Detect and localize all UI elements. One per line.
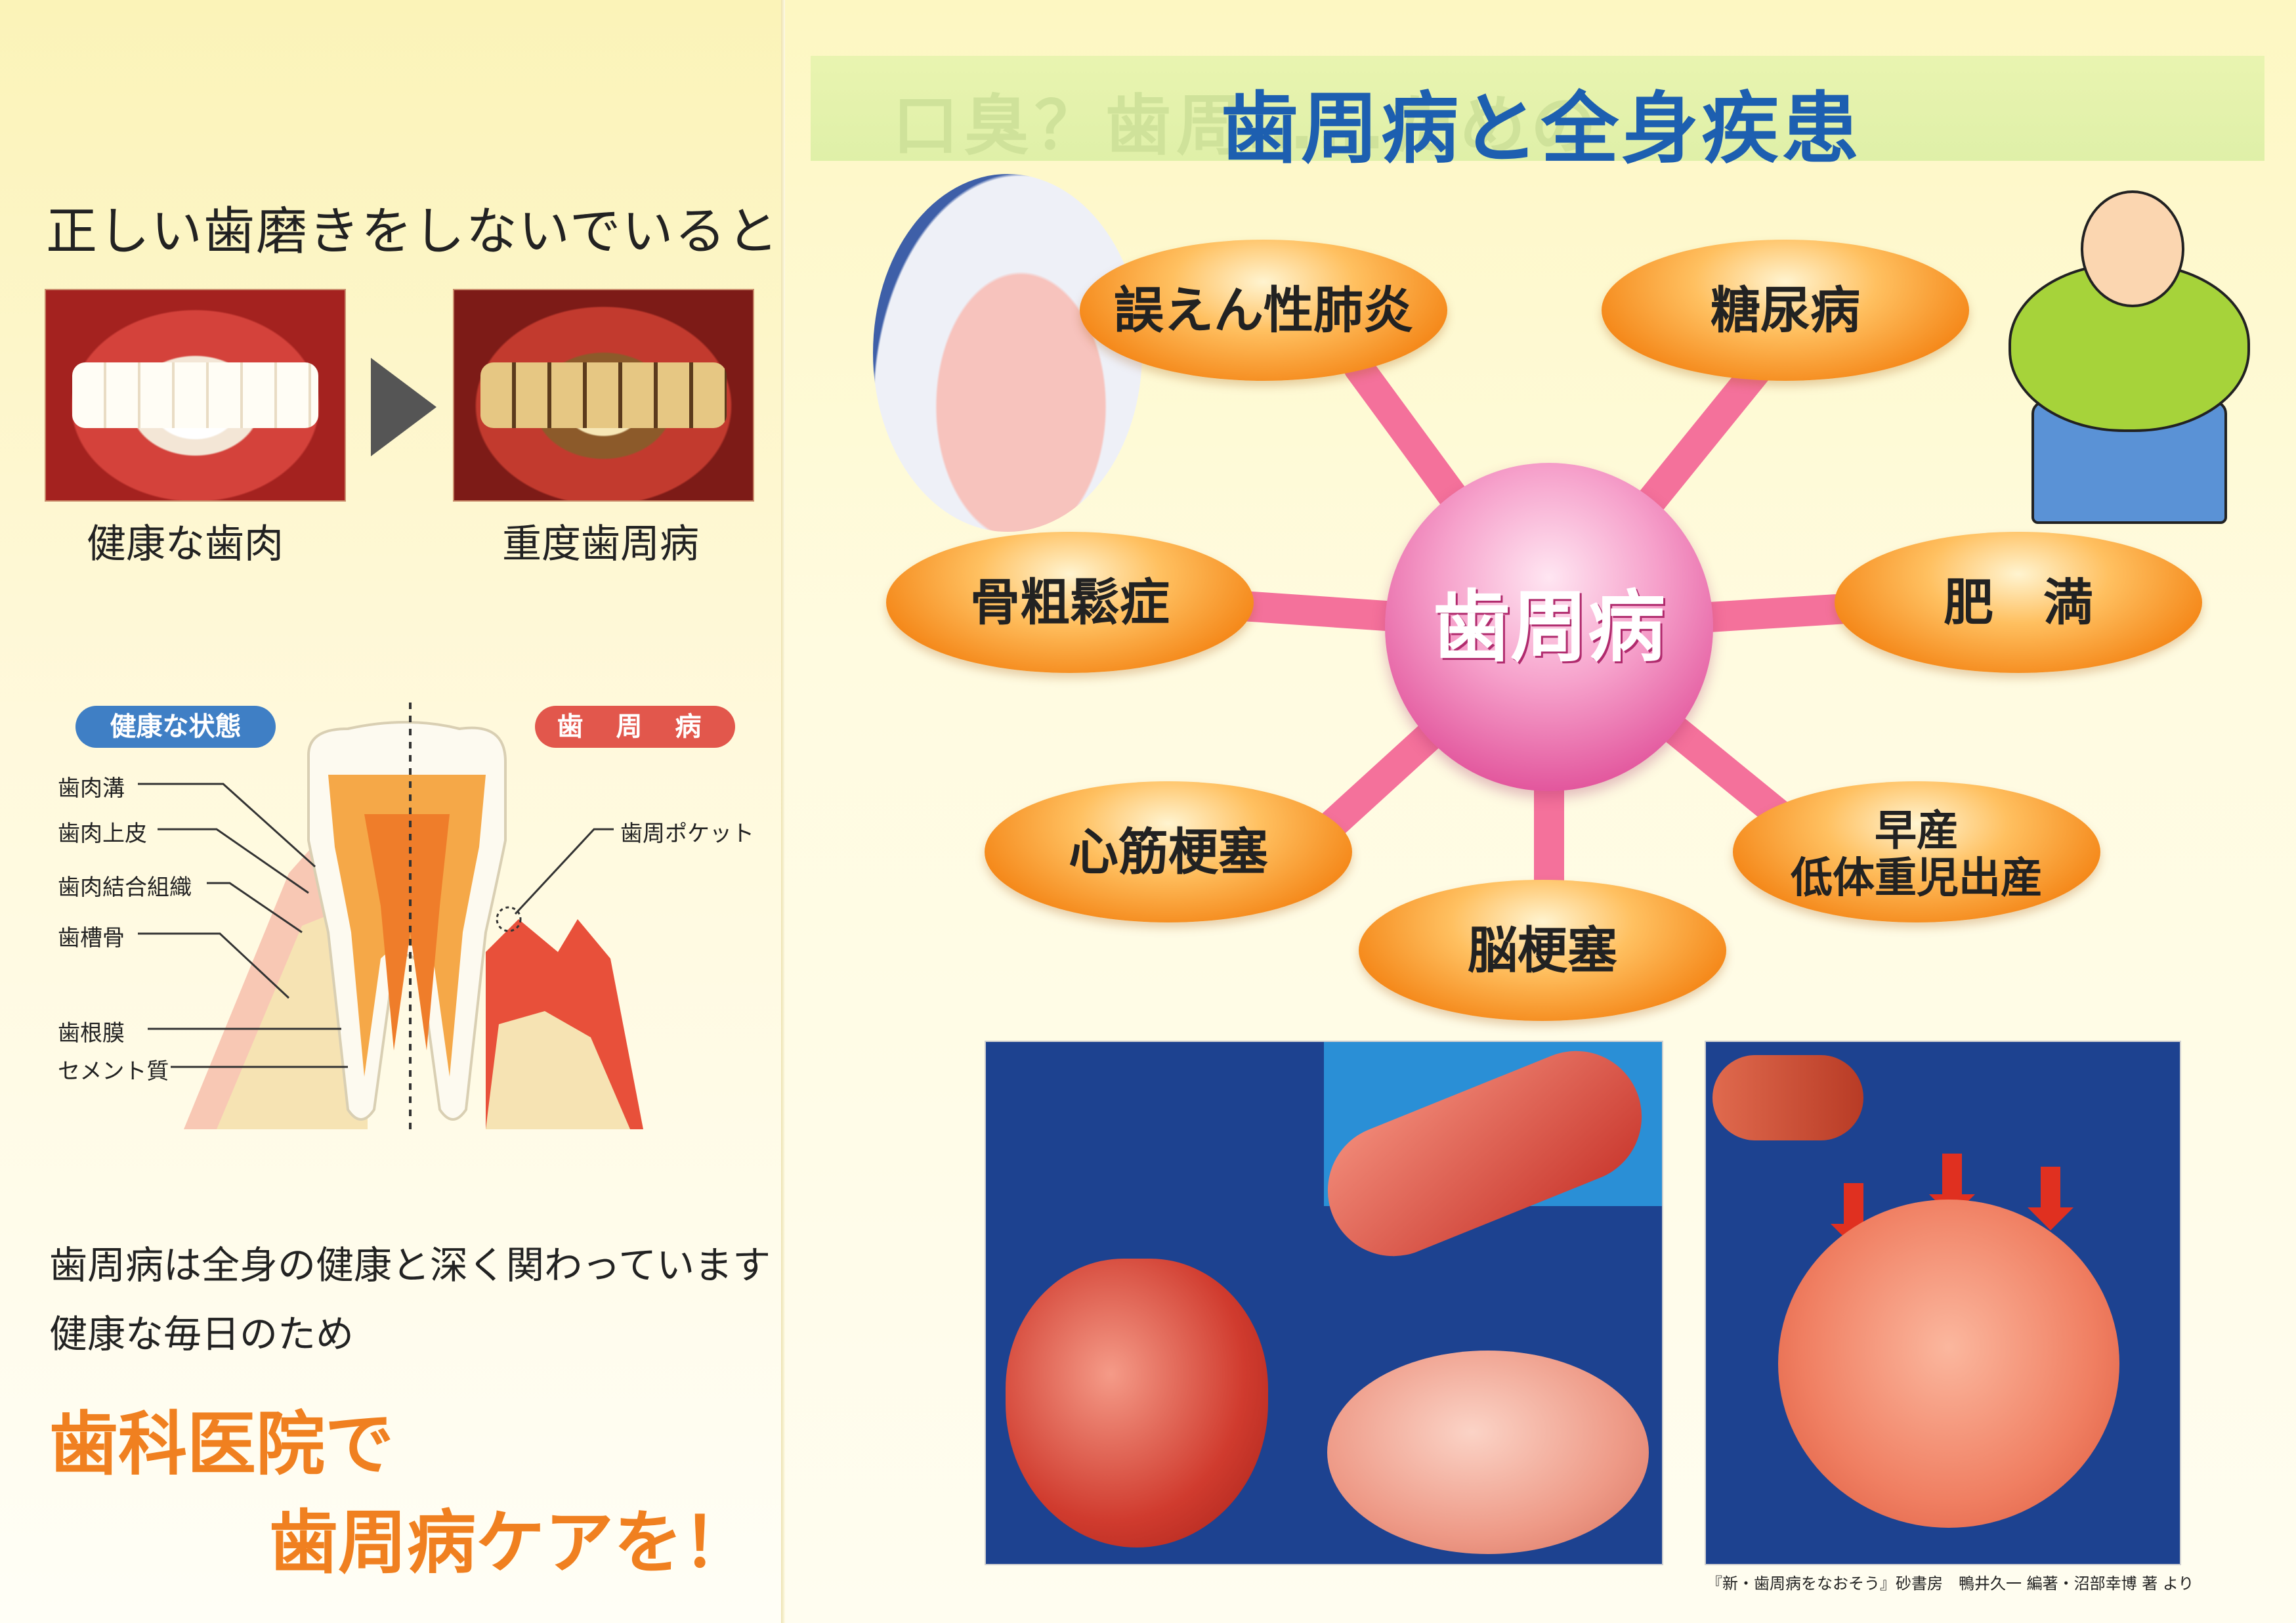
page-title: 歯周病と全身疾患 [1221,83,1862,174]
obese-man-illustration [1989,184,2250,525]
severe-periodontitis-photo [453,289,754,502]
diagram-label-periodontal-pocket: 歯周ポケット [620,821,754,847]
severe-periodontitis-caption: 重度歯周病 [502,521,699,567]
diagram-label-periodontal-ligament: 歯根膜 [58,1020,125,1047]
disease-pneumonia: 誤えん性肺炎 [1080,240,1447,381]
disease-cerebral-infarction: 脳梗塞 [1359,880,1726,1021]
lead-text-line2: 健康な毎日のため [49,1312,354,1356]
fold-line [781,0,785,1623]
healthy-gum-photo [45,289,346,502]
diagram-label-alveolar-bone: 歯槽骨 [58,925,125,951]
healthy-state-badge: 健康な状態 [75,706,276,748]
ghost-title: 口臭？歯周……ための [893,87,1602,164]
brain [1327,1351,1649,1554]
heart [1006,1259,1268,1547]
diagram-label-gingival-epithelium: 歯肉上皮 [58,821,147,847]
fetus-illustration [1705,1041,2181,1565]
diseased-bone [486,1011,630,1129]
healthy-gum-caption: 健康な歯肉 [87,521,284,567]
periodontal-disease-badge: 歯 周 病 [535,706,735,748]
disease-osteoporosis: 骨粗鬆症 [886,532,1254,673]
down-arrow-icon [2028,1167,2073,1230]
hub-periodontal-disease: 歯周病 [1385,463,1713,791]
disease-preterm-birth: 早産 低体重児出産 [1733,781,2100,922]
title-band [811,56,2264,161]
care-message-line2: 歯周病ケアを！ [269,1503,752,1583]
disease-diabetes: 糖尿病 [1602,240,1969,381]
source-credit: 『新・歯周病をなおそう』砂書房 鴨井久一 編著・沼部幸博 著 より [1707,1574,2194,1593]
tooth-diagram [138,703,643,1133]
uterus [1778,1200,2119,1528]
diagram-label-gingival-sulcus: 歯肉溝 [58,775,125,802]
lungs-illustration [873,174,1142,532]
care-message-line1: 歯科医院で [49,1404,394,1484]
blood-vessel-end [1712,1055,1863,1140]
disease-myocardial-infarction: 心筋梗塞 [985,781,1352,922]
diagram-label-cementum: セメント質 [58,1058,169,1085]
left-heading: 正しい歯磨きをしないでいると [46,202,780,261]
diagram-label-gingival-connective-tissue: 歯肉結合組織 [58,875,192,901]
arrow-right-icon [371,358,436,456]
lead-text-line1: 歯周病は全身の健康と深く関わっています [49,1243,771,1288]
down-arrow-icon [1929,1154,1975,1217]
pulp [364,814,450,1050]
disease-obesity: 肥 満 [1835,532,2202,673]
heart-brain-illustration [985,1031,1663,1565]
pocket-marker [496,906,522,932]
